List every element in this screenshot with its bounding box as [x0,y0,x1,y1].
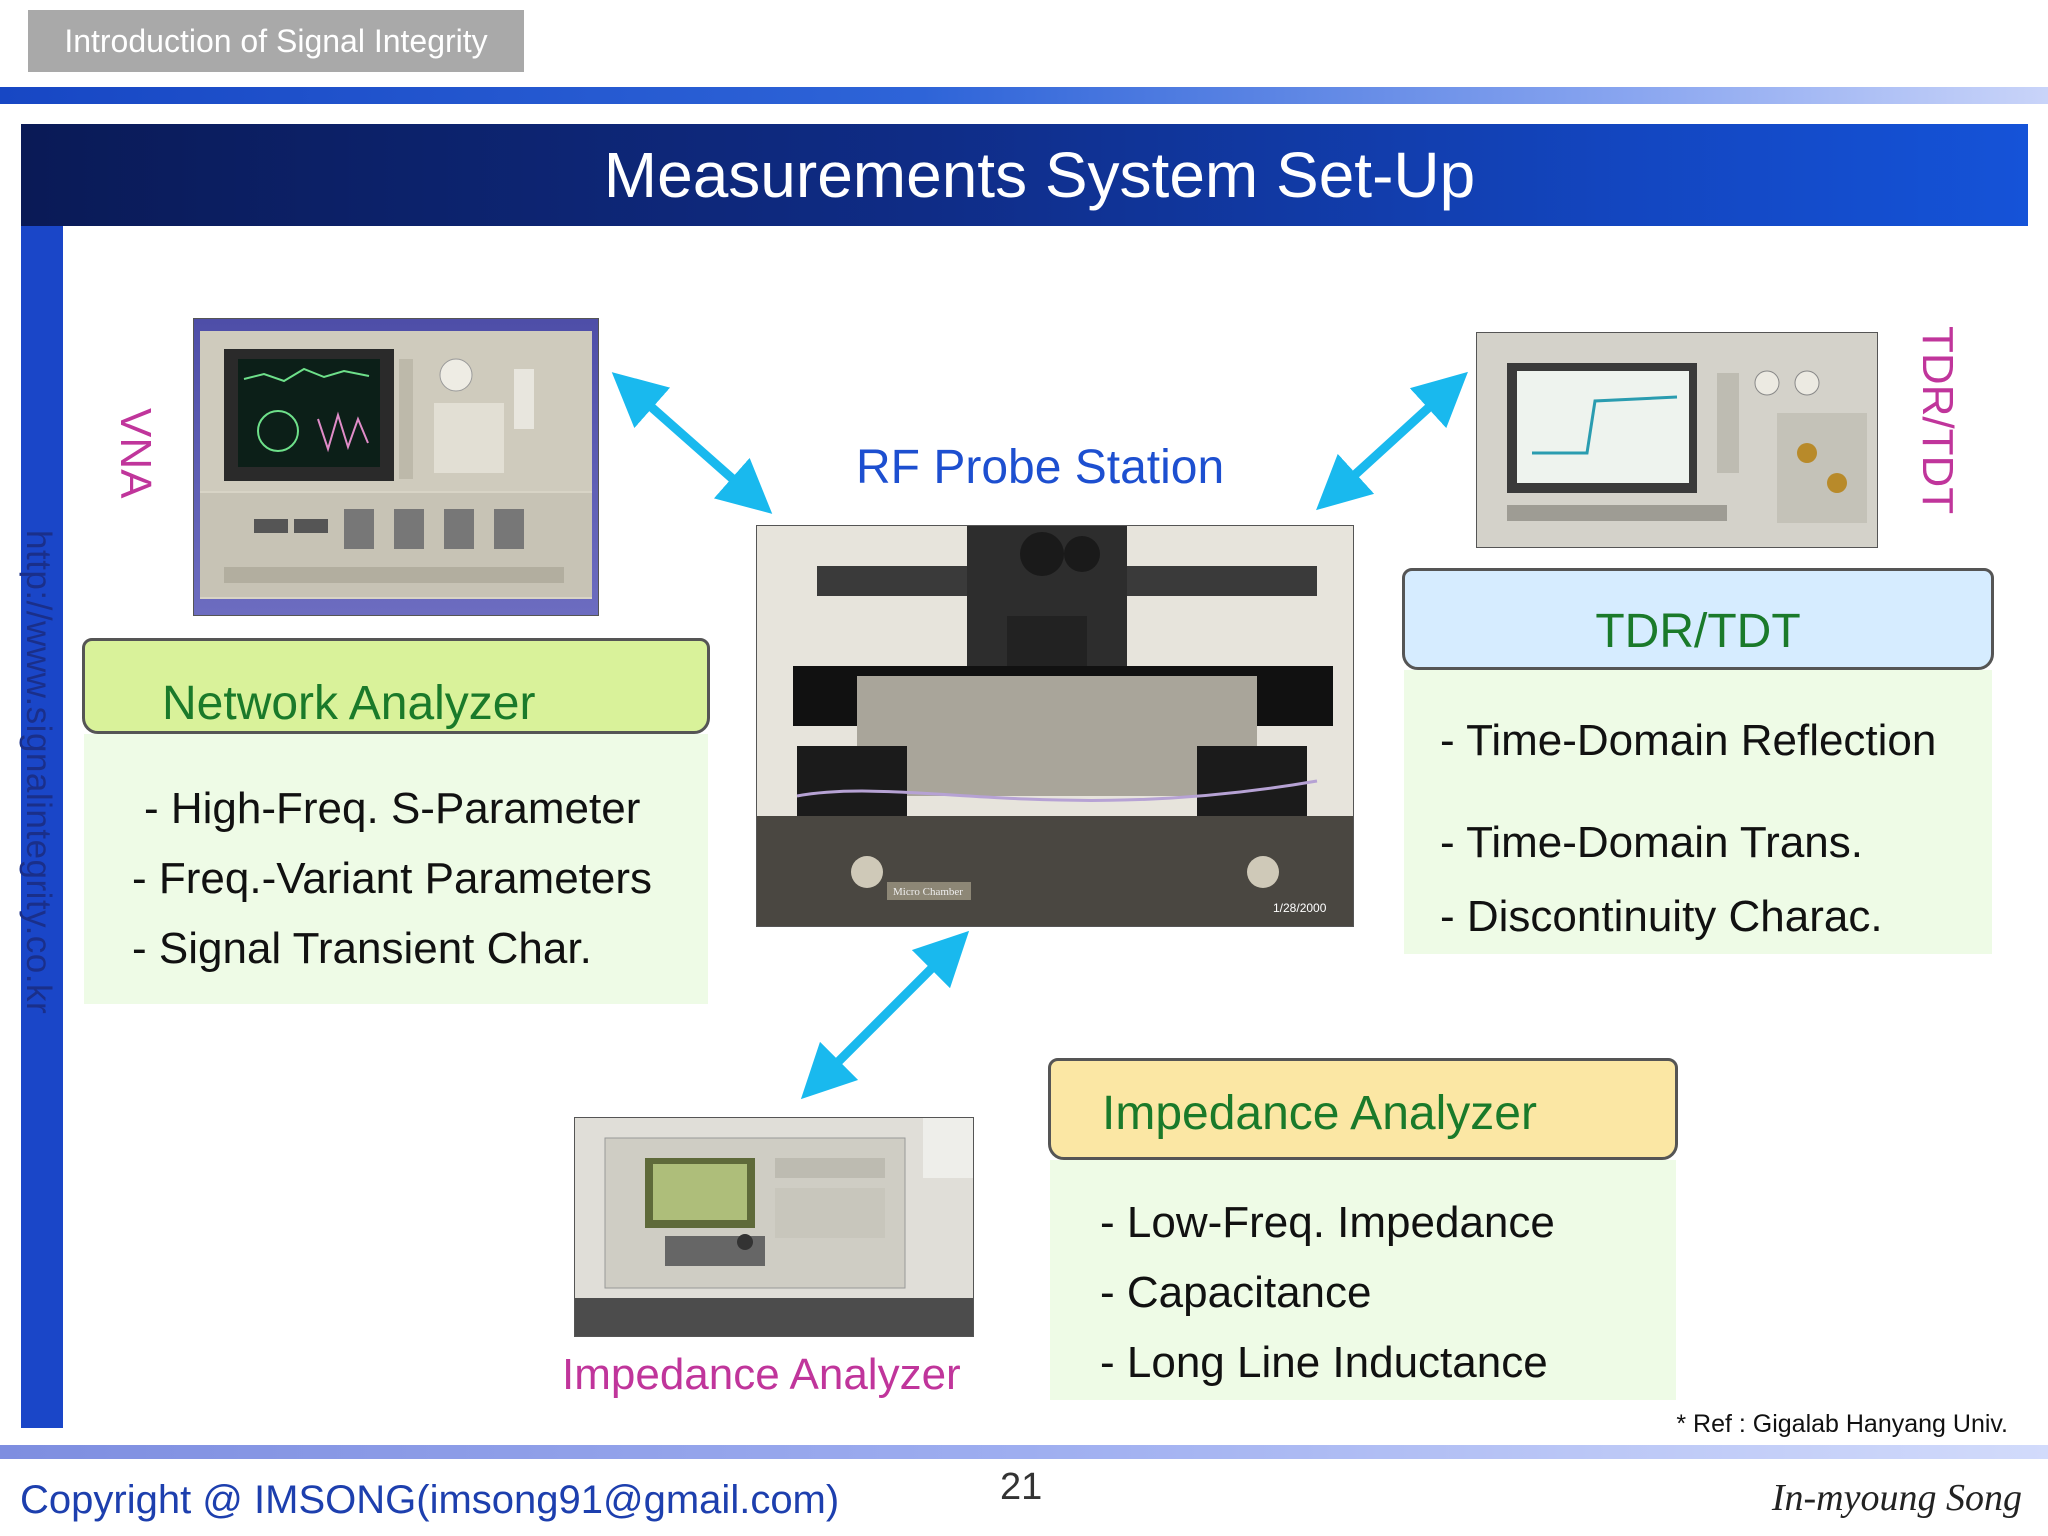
tdr-header [1402,568,1994,670]
slide-title: Measurements System Set-Up [603,139,1476,211]
probe-plate-text: Micro Chamber [893,886,963,898]
reference-note: * Ref : Gigalab Hanyang Univ. [1676,1410,2008,1438]
tdr-instrument-illustration [1477,333,1877,547]
impedance-analyzer-body: - Low-Freq. Impedance - Capacitance - Lo… [1050,1160,1676,1400]
ia-item-1: - Low-Freq. Impedance [1100,1198,1555,1247]
title-banner [21,124,2028,226]
top-divider [0,87,2048,104]
na-item-1: - High-Freq. S-Parameter [144,784,641,833]
bottom-divider [0,1445,2048,1459]
section-tag-label: Introduction of Signal Integrity [64,23,488,59]
tdr-body: - Time-Domain Reflection - Time-Domain T… [1404,670,1992,954]
rf-probe-station-photo: Micro Chamber 1/28/2000 [756,525,1354,927]
impedance-analyzer-photo [574,1117,974,1337]
arrow-vna-probe [611,372,773,514]
network-analyzer-title: Network Analyzer [162,677,536,730]
page-number: 21 [1000,1466,1043,1508]
impedance-analyzer-header [1048,1058,1678,1160]
arrow-probe-impedance [800,930,970,1100]
probe-station-illustration: Micro Chamber 1/28/2000 [757,526,1353,926]
tdr-item-3: - Discontinuity Charac. [1440,892,1883,941]
section-tag [28,10,524,72]
tdr-photo [1476,332,1878,548]
na-item-2: - Freq.-Variant Parameters [132,854,653,903]
tdr-item-2: - Time-Domain Trans. [1440,818,1863,867]
network-analyzer-body: - High-Freq. S-Parameter - Freq.-Variant… [84,734,708,1004]
na-item-3: - Signal Transient Char. [132,924,592,973]
rf-probe-station-label: RF Probe Station [856,441,1225,494]
probe-date-text: 1/28/2000 [1273,901,1327,915]
network-analyzer-header [82,638,710,734]
arrow-tdr-probe [1316,371,1468,511]
tdr-side-label-text: TDR/TDT [1913,326,1962,515]
vna-photo [193,318,599,616]
copyright-text: Copyright @ IMSONG(imsong91@gmail.com) [20,1478,840,1522]
impedance-instrument-illustration [575,1118,973,1336]
tdr-title: TDR/TDT [1595,605,1801,658]
ia-item-3: - Long Line Inductance [1100,1338,1548,1387]
ia-item-2: - Capacitance [1100,1268,1372,1317]
vna-instrument-illustration [200,331,592,599]
left-accent-bar [21,226,63,1428]
vna-label-text: VNA [111,408,160,499]
impedance-analyzer-title: Impedance Analyzer [1102,1087,1537,1140]
impedance-photo-label: Impedance Analyzer [562,1350,961,1399]
author-name: In-myoung Song [1771,1477,2022,1519]
tdr-item-1: - Time-Domain Reflection [1440,716,1937,765]
